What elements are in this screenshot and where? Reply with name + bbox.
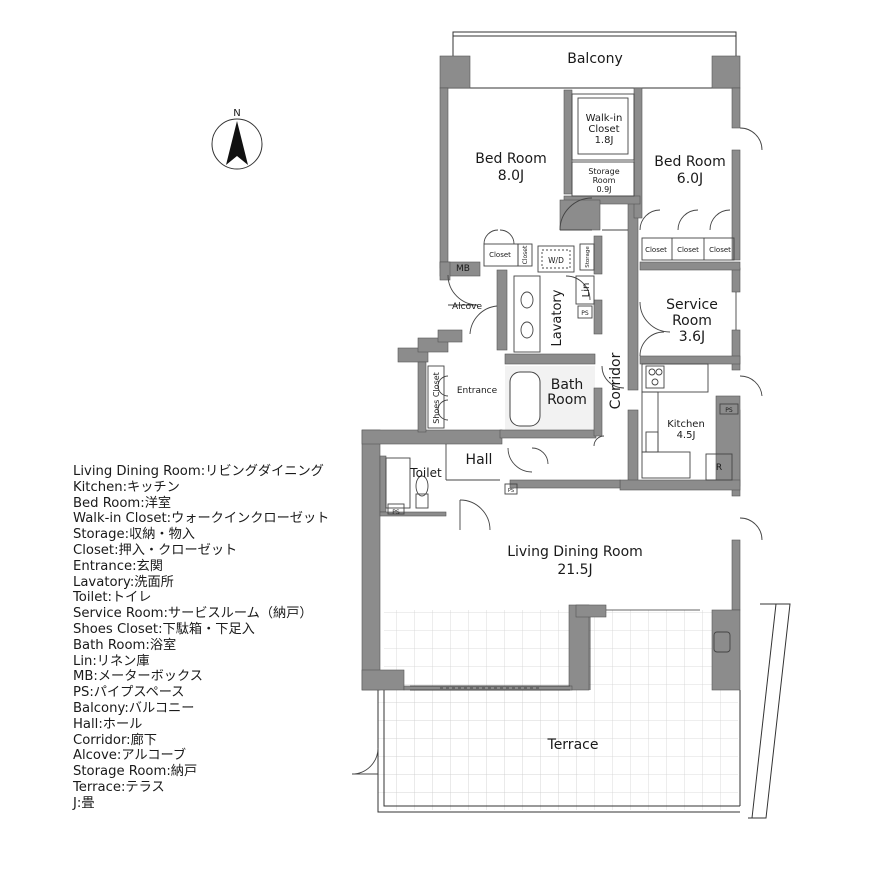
legend-item: Kitchen:キッチン — [73, 479, 180, 495]
compass: N — [211, 108, 263, 170]
legend-item: Hall:ホール — [73, 716, 143, 732]
alcove-label: Alcove — [452, 302, 482, 312]
legend-item: MB:メーターボックス — [73, 669, 203, 685]
closet-label-small: Closet — [522, 245, 529, 264]
fridge-label: R — [716, 463, 722, 473]
lin-label: Lin — [581, 283, 592, 298]
bath-room-name-2: Room — [547, 392, 587, 408]
hall-label: Hall — [466, 452, 493, 468]
storage-label: Storage — [585, 246, 591, 268]
terrace — [377, 603, 791, 819]
legend-item: Closet:押入・クローゼット — [73, 542, 238, 558]
walls — [361, 55, 741, 691]
kitchen-size: 4.5J — [677, 430, 696, 441]
legend-item: J:畳 — [73, 795, 95, 811]
living-dining-size: 21.5J — [557, 562, 592, 578]
legend-item: PS:パイプスペース — [73, 685, 185, 701]
legend: Living Dining Room:リビングダイニング Kitchen:キッチ… — [73, 464, 329, 812]
closet-label-c: Closet — [709, 246, 731, 254]
legend-item: Toilet:トイレ — [73, 590, 152, 606]
bed-room-1-name: Bed Room — [475, 151, 546, 167]
service-room-size: 3.6J — [679, 329, 705, 345]
balcony — [440, 31, 740, 89]
terrace-label: Terrace — [547, 737, 599, 753]
ps-label-hall: PS — [508, 488, 514, 494]
legend-item: Entrance:玄関 — [73, 558, 163, 574]
legend-item: Living Dining Room:リビングダイニング — [73, 464, 324, 479]
closet-label-a: Closet — [645, 246, 667, 254]
bed-room-1-size: 8.0J — [498, 168, 524, 184]
partitions — [385, 93, 739, 691]
walk-in-closet-size: 1.8J — [595, 135, 614, 146]
kitchen-name: Kitchen — [667, 419, 705, 430]
closet-label-bedroom-1: Closet — [489, 251, 511, 259]
legend-item: Lavatory:洗面所 — [73, 574, 174, 590]
storage-room-size: 0.9J — [596, 185, 611, 194]
door-swings — [351, 127, 763, 775]
legend-item: Storage Room:納戸 — [73, 764, 198, 780]
legend-item: Balcony:バルコニー — [73, 700, 195, 716]
bed-room-2-name: Bed Room — [654, 154, 725, 170]
legend-item: Bath Room:浴室 — [73, 637, 177, 653]
bed-room-2-size: 6.0J — [677, 171, 703, 187]
ps-label-lavatory: PS — [581, 310, 589, 317]
ps-label-kitchen: PS — [725, 407, 733, 414]
legend-item: Alcove:アルコーブ — [73, 748, 187, 764]
storage-room-name-2: Room — [593, 176, 616, 185]
legend-item: Walk-in Closet:ウォークインクローゼット — [73, 511, 330, 527]
legend-item: Corridor:廊下 — [73, 732, 157, 748]
legend-item: Bed Room:洋室 — [73, 495, 172, 511]
mb-label: MB — [456, 264, 470, 274]
legend-item: Service Room:サービスルーム（納戸） — [73, 606, 313, 622]
wd-label: W/D — [548, 256, 564, 265]
legend-item: Shoes Closet:下駄箱・下足入 — [73, 621, 255, 637]
balcony-label: Balcony — [567, 51, 623, 67]
service-room-name-2: Room — [672, 313, 712, 329]
walk-in-closet-name-2: Closet — [588, 124, 619, 135]
shoes-closet-label: Shoes Closet — [432, 372, 441, 424]
legend-item: Terrace:テラス — [73, 779, 165, 795]
storage-room-name-1: Storage — [588, 167, 619, 176]
walk-in-closet-name-1: Walk-in — [586, 113, 623, 124]
corridor-label: Corridor — [608, 352, 624, 409]
toilet-label: Toilet — [409, 466, 442, 480]
legend-item: Storage:収納・物入 — [73, 527, 195, 543]
closet-label-b: Closet — [677, 246, 699, 254]
legend-item: Lin:リネン庫 — [73, 653, 150, 669]
service-room-name-1: Service — [666, 297, 718, 313]
bath-room-name-1: Bath — [551, 377, 584, 393]
lavatory-label: Lavatory — [550, 289, 565, 346]
ps-label-toilet: PS — [392, 509, 400, 516]
entrance-label: Entrance — [457, 386, 498, 396]
compass-north-label: N — [233, 108, 240, 119]
living-dining-name: Living Dining Room — [507, 544, 643, 560]
